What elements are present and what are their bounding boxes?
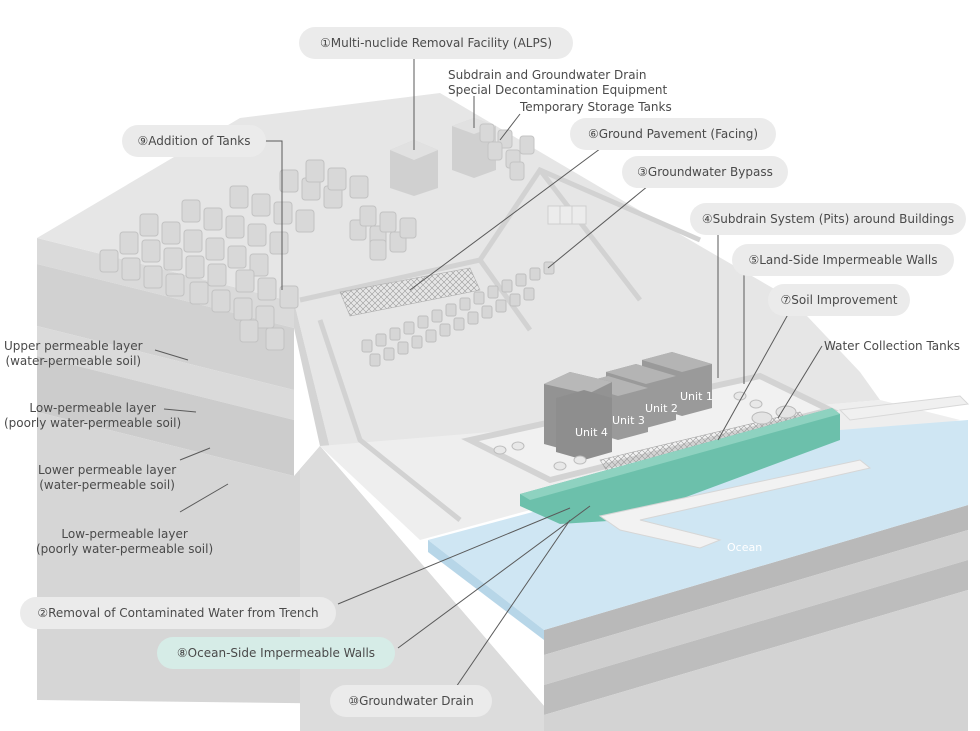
lower-layer-line1: Lower permeable layer — [38, 463, 177, 477]
roads — [299, 166, 702, 522]
low-permeable-layer-2-label: Low-permeable layer (poorly water-permea… — [36, 527, 213, 557]
tank-field-left — [99, 159, 417, 351]
groundwater-bypass-callout: ③Groundwater Bypass — [622, 156, 788, 188]
low1-layer-line2: (poorly water-permeable soil) — [4, 416, 182, 430]
low1-layer-line1: Low-permeable layer — [29, 401, 156, 415]
ground-pavement-area — [339, 267, 481, 317]
temporary-storage-tanks — [479, 123, 535, 181]
subdrain-equipment-line1: Subdrain and Groundwater Drain — [448, 68, 647, 82]
water-collection-tanks-label: Water Collection Tanks — [824, 339, 960, 353]
reactor-buildings — [544, 352, 712, 460]
ocean-label: Ocean — [727, 541, 762, 554]
ocean-front-face — [428, 540, 544, 640]
water-collection-tanks — [751, 405, 797, 425]
groundwater-drain-callout: ⑩Groundwater Drain — [330, 685, 492, 717]
subdrain-pits — [493, 391, 763, 471]
leader-lines — [154, 58, 823, 691]
upper-layer-line1: Upper permeable layer — [4, 339, 143, 353]
upper-layer-line2: (water-permeable soil) — [5, 354, 142, 368]
subdrain-equipment-line2: Special Decontamination Equipment — [448, 83, 668, 97]
alps-callout: ①Multi-nuclide Removal Facility (ALPS) — [299, 27, 573, 59]
upper-permeable-layer-label: Upper permeable layer (water-permeable s… — [4, 339, 143, 369]
lower-permeable-layer-label: Lower permeable layer (water-permeable s… — [38, 463, 176, 493]
land-side-walls-callout: ⑤Land-Side Impermeable Walls — [732, 244, 954, 276]
subdrain-pits-callout: ④Subdrain System (Pits) around Buildings — [690, 203, 966, 235]
unit-4-label: Unit 4 — [575, 426, 608, 439]
unit-2-label: Unit 2 — [645, 402, 678, 415]
soil-improvement-callout: ⑦Soil Improvement — [768, 284, 910, 316]
ocean-side-walls-callout: ⑧Ocean-Side Impermeable Walls — [157, 637, 395, 669]
low2-layer-line2: (poorly water-permeable soil) — [36, 542, 214, 556]
unit-1-label: Unit 1 — [680, 390, 713, 403]
trench-water-callout: ②Removal of Contaminated Water from Tren… — [20, 597, 336, 629]
reactor-unit-labels: Unit 1 Unit 2 Unit 3 Unit 4 — [575, 390, 713, 439]
temporary-tanks-label: Temporary Storage Tanks — [520, 100, 672, 114]
ground-pavement-callout: ⑥Ground Pavement (Facing) — [570, 118, 776, 150]
ground-front-slope — [294, 302, 330, 448]
subdrain-equipment-label: Subdrain and Groundwater Drain Special D… — [448, 68, 667, 98]
lower-layer-line2: (water-permeable soil) — [39, 478, 175, 492]
low-permeable-layer-1-label: Low-permeable layer (poorly water-permea… — [4, 401, 181, 431]
ocean-side-impermeable-wall — [520, 408, 840, 524]
small-grid-building — [547, 205, 587, 225]
seawall-pier — [598, 459, 872, 549]
unit-3-label: Unit 3 — [612, 414, 645, 427]
groundwater-bypass-wells — [361, 261, 555, 367]
breakwater — [838, 395, 970, 421]
tanks-addition-callout: ⑨Addition of Tanks — [122, 125, 266, 157]
low2-layer-line1: Low-permeable layer — [61, 527, 188, 541]
